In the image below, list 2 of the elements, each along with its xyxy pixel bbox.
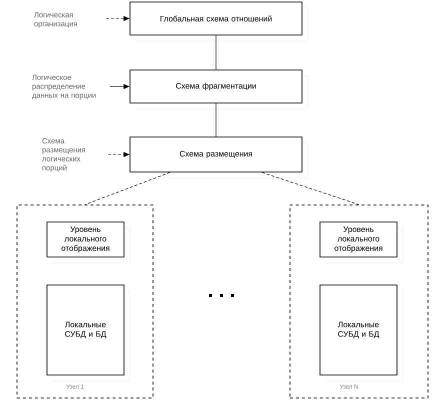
connector [262, 172, 360, 205]
connector [84, 172, 170, 205]
